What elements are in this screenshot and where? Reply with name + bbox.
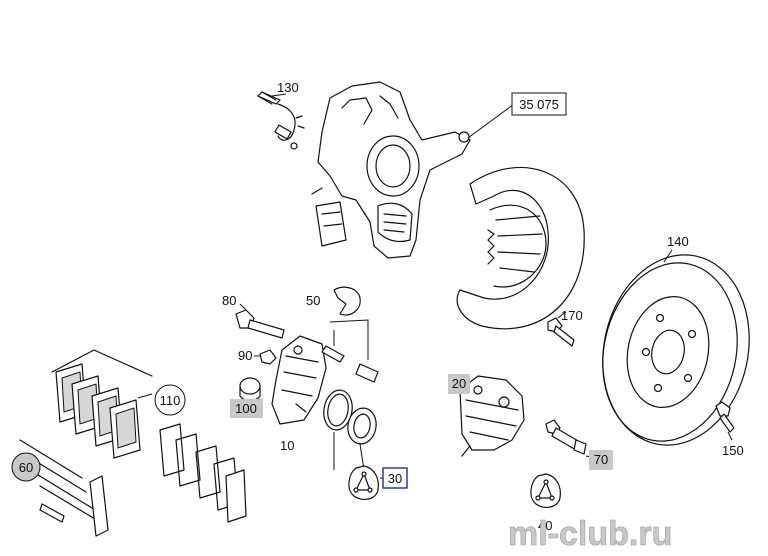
callout-70: 70 — [589, 450, 613, 470]
callout-90: 90 — [238, 348, 252, 363]
bolt-150 — [715, 401, 735, 433]
piston-seal-30 — [323, 389, 377, 471]
bolt-70 — [545, 419, 587, 455]
label-80: 80 — [222, 293, 236, 308]
callout-30: 30 — [382, 467, 408, 489]
caliper-10 — [271, 335, 327, 425]
label-40: 40 — [538, 518, 552, 533]
label-100: 100 — [235, 401, 257, 416]
callout-100: 100 — [230, 399, 263, 418]
label-20: 20 — [452, 376, 466, 391]
label-60: 60 — [19, 460, 33, 475]
label-30: 30 — [388, 471, 402, 486]
wear-sensor — [257, 91, 305, 150]
label-35075: 35 075 — [519, 97, 559, 112]
label-170: 170 — [561, 308, 583, 323]
callout-10: 10 — [280, 438, 294, 453]
bolt-80 — [235, 309, 285, 339]
repair-kit-30 — [348, 465, 379, 500]
bolt-170 — [547, 317, 575, 347]
pins-60 — [19, 439, 109, 537]
callout-35075: 35 075 — [511, 92, 567, 116]
label-130: 130 — [277, 80, 299, 95]
brake-disc — [602, 254, 750, 446]
guide-pins-50 — [321, 286, 379, 383]
label-110: 110 — [160, 393, 181, 408]
label-140: 140 — [667, 234, 689, 249]
label-70: 70 — [594, 452, 608, 467]
callout-140: 140 — [667, 234, 689, 249]
callout-110: 110 — [154, 384, 186, 416]
caliper-20 — [459, 375, 525, 457]
steering-knuckle — [311, 81, 471, 259]
callout-150: 150 — [722, 443, 744, 458]
label-90: 90 — [238, 348, 252, 363]
callout-60: 60 — [11, 452, 41, 482]
pad-4 — [109, 399, 141, 459]
cap-100 — [239, 377, 261, 402]
label-10: 10 — [280, 438, 294, 453]
callout-40: 40 — [538, 518, 552, 533]
callout-80: 80 — [222, 293, 236, 308]
anti-rattle-plates — [159, 423, 247, 523]
callout-130: 130 — [277, 80, 299, 95]
label-150: 150 — [722, 443, 744, 458]
label-50: 50 — [306, 293, 320, 308]
brake-pads-110 — [51, 349, 153, 459]
callout-50: 50 — [306, 293, 320, 308]
callout-20: 20 — [448, 374, 470, 394]
watermark: ml-club.ru — [508, 515, 672, 553]
bleeder-90 — [259, 349, 277, 365]
backing-plate — [456, 166, 585, 330]
repair-kit-40 — [530, 473, 561, 508]
callout-170: 170 — [561, 308, 583, 323]
